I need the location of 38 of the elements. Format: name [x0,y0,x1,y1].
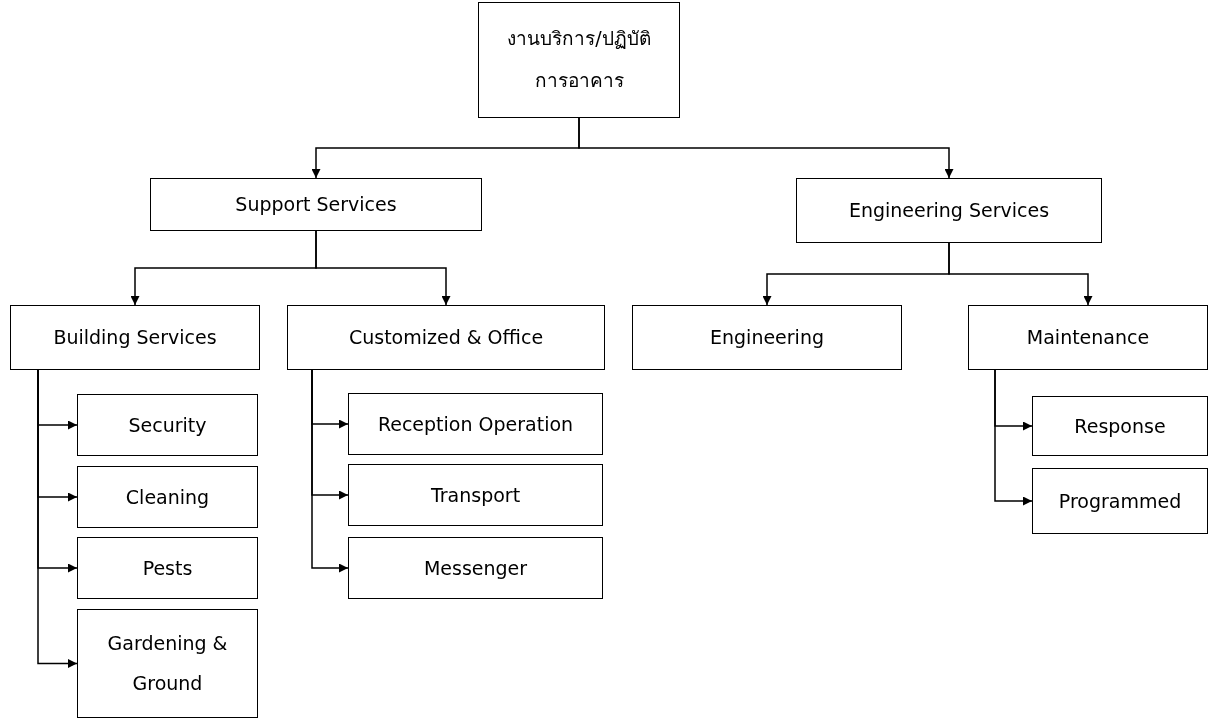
org-box [348,464,603,526]
org-box [150,178,482,231]
org-box [287,305,605,370]
org-box [77,466,258,528]
org-box [1032,396,1208,456]
box-label: Maintenance [1026,325,1150,350]
org-box [348,393,603,455]
arrow [311,369,349,573]
org-box [632,305,902,370]
arrow [994,369,1033,506]
org-box [968,305,1208,370]
org-box [1032,468,1208,534]
box-label: Engineering Services [848,198,1050,223]
arrow [578,117,954,179]
arrow [948,242,1093,306]
box-label: Engineering [710,325,824,350]
box-label: Security [128,412,207,438]
org-box [77,537,258,599]
org-box [77,394,258,456]
org-box [348,537,603,599]
box-label: งานบริการ/ปฏิบัติการอาคาร [506,26,652,93]
org-box [478,2,680,118]
arrow [315,230,451,306]
box-label: Messenger [423,555,528,581]
org-box [77,609,258,718]
box-label: Reception Operation [377,411,574,437]
box-label: Support Services [235,192,397,217]
arrow [37,369,78,668]
box-label: Cleaning [125,484,210,510]
org-box [10,305,260,370]
org-box [796,178,1102,243]
box-label: Gardening & Ground [106,630,229,696]
box-label: Pests [142,555,193,581]
box-label: Programmed [1058,488,1182,514]
box-label: Building Services [53,325,217,350]
box-label: Customized & Office [348,325,544,350]
box-label: Response [1074,413,1166,439]
box-label: Transport [430,482,521,508]
